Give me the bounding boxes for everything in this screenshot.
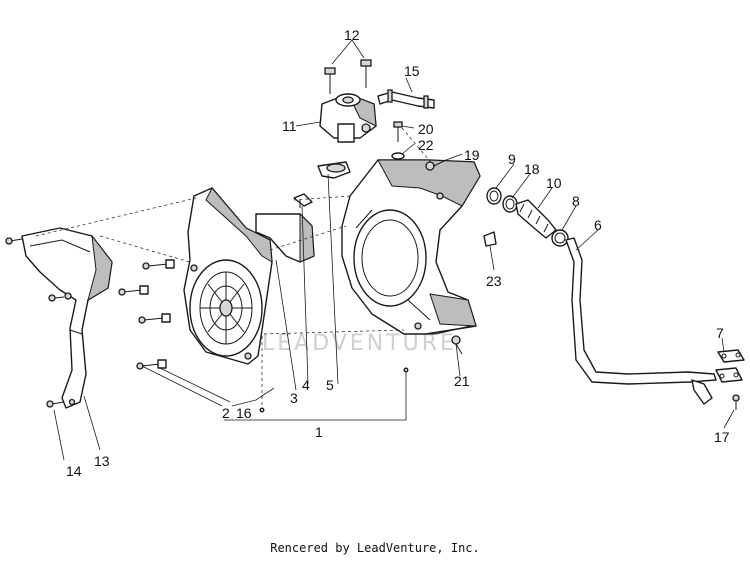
callout-5: 5 (326, 377, 334, 393)
part-22-washer (391, 152, 405, 160)
callout-23: 23 (486, 273, 502, 289)
part-14-bolt (5, 237, 65, 408)
callout-21: 21 (454, 373, 470, 389)
engine-housing (341, 159, 481, 335)
part-23-clip (483, 231, 497, 247)
part-5-seal (317, 161, 351, 179)
callout-12: 12 (344, 27, 360, 43)
part-16-fan-cover (183, 187, 273, 365)
parts-diagram: LEADVENTURE (5, 27, 745, 479)
part-11-thermostat-housing (319, 93, 377, 143)
part-8-clamp (551, 229, 569, 247)
part-15-hose (377, 89, 435, 109)
part-10-hose (515, 199, 557, 239)
callout-17: 17 (714, 429, 730, 445)
callout-4: 4 (302, 377, 310, 393)
callout-18: 18 (524, 161, 540, 177)
part-3-pad (255, 212, 315, 263)
callout-19: 19 (464, 147, 480, 163)
callout-13: 13 (94, 453, 110, 469)
callout-1: 1 (315, 424, 323, 440)
part-18-clamp (502, 195, 518, 213)
part-2-screws (118, 259, 175, 370)
callout-8: 8 (572, 193, 580, 209)
callout-9: 9 (508, 151, 516, 167)
part-17-bolt (732, 394, 740, 410)
leader-lines (53, 39, 735, 461)
callout-16: 16 (236, 405, 252, 421)
part-6-coolant-pipe (565, 237, 717, 405)
part-12-bolts (324, 59, 372, 94)
part-7-gasket (717, 349, 745, 363)
callout-2: 2 (222, 405, 230, 421)
callout-10: 10 (546, 175, 562, 191)
part-20-bolt (393, 121, 403, 142)
assembly-lines (35, 127, 435, 410)
callout-14: 14 (66, 463, 82, 479)
callout-15: 15 (404, 63, 420, 79)
callout-22: 22 (418, 137, 434, 153)
footer-credit: Rencered by LeadVenture, Inc. (270, 541, 480, 555)
part-21-bolt (451, 335, 463, 355)
callout-labels: 1 2 3 4 5 6 7 8 9 10 11 12 13 14 15 16 1… (66, 27, 730, 479)
callout-6: 6 (594, 217, 602, 233)
callout-11: 11 (282, 118, 297, 134)
part-9-clamp (486, 187, 502, 205)
part-13-outer-cover (21, 227, 113, 409)
callout-3: 3 (290, 390, 298, 406)
callout-20: 20 (418, 121, 434, 137)
pipe-flange (715, 367, 743, 383)
callout-7: 7 (716, 325, 724, 341)
watermark: LEADVENTURE (262, 331, 457, 356)
part-4-clip (293, 193, 313, 208)
